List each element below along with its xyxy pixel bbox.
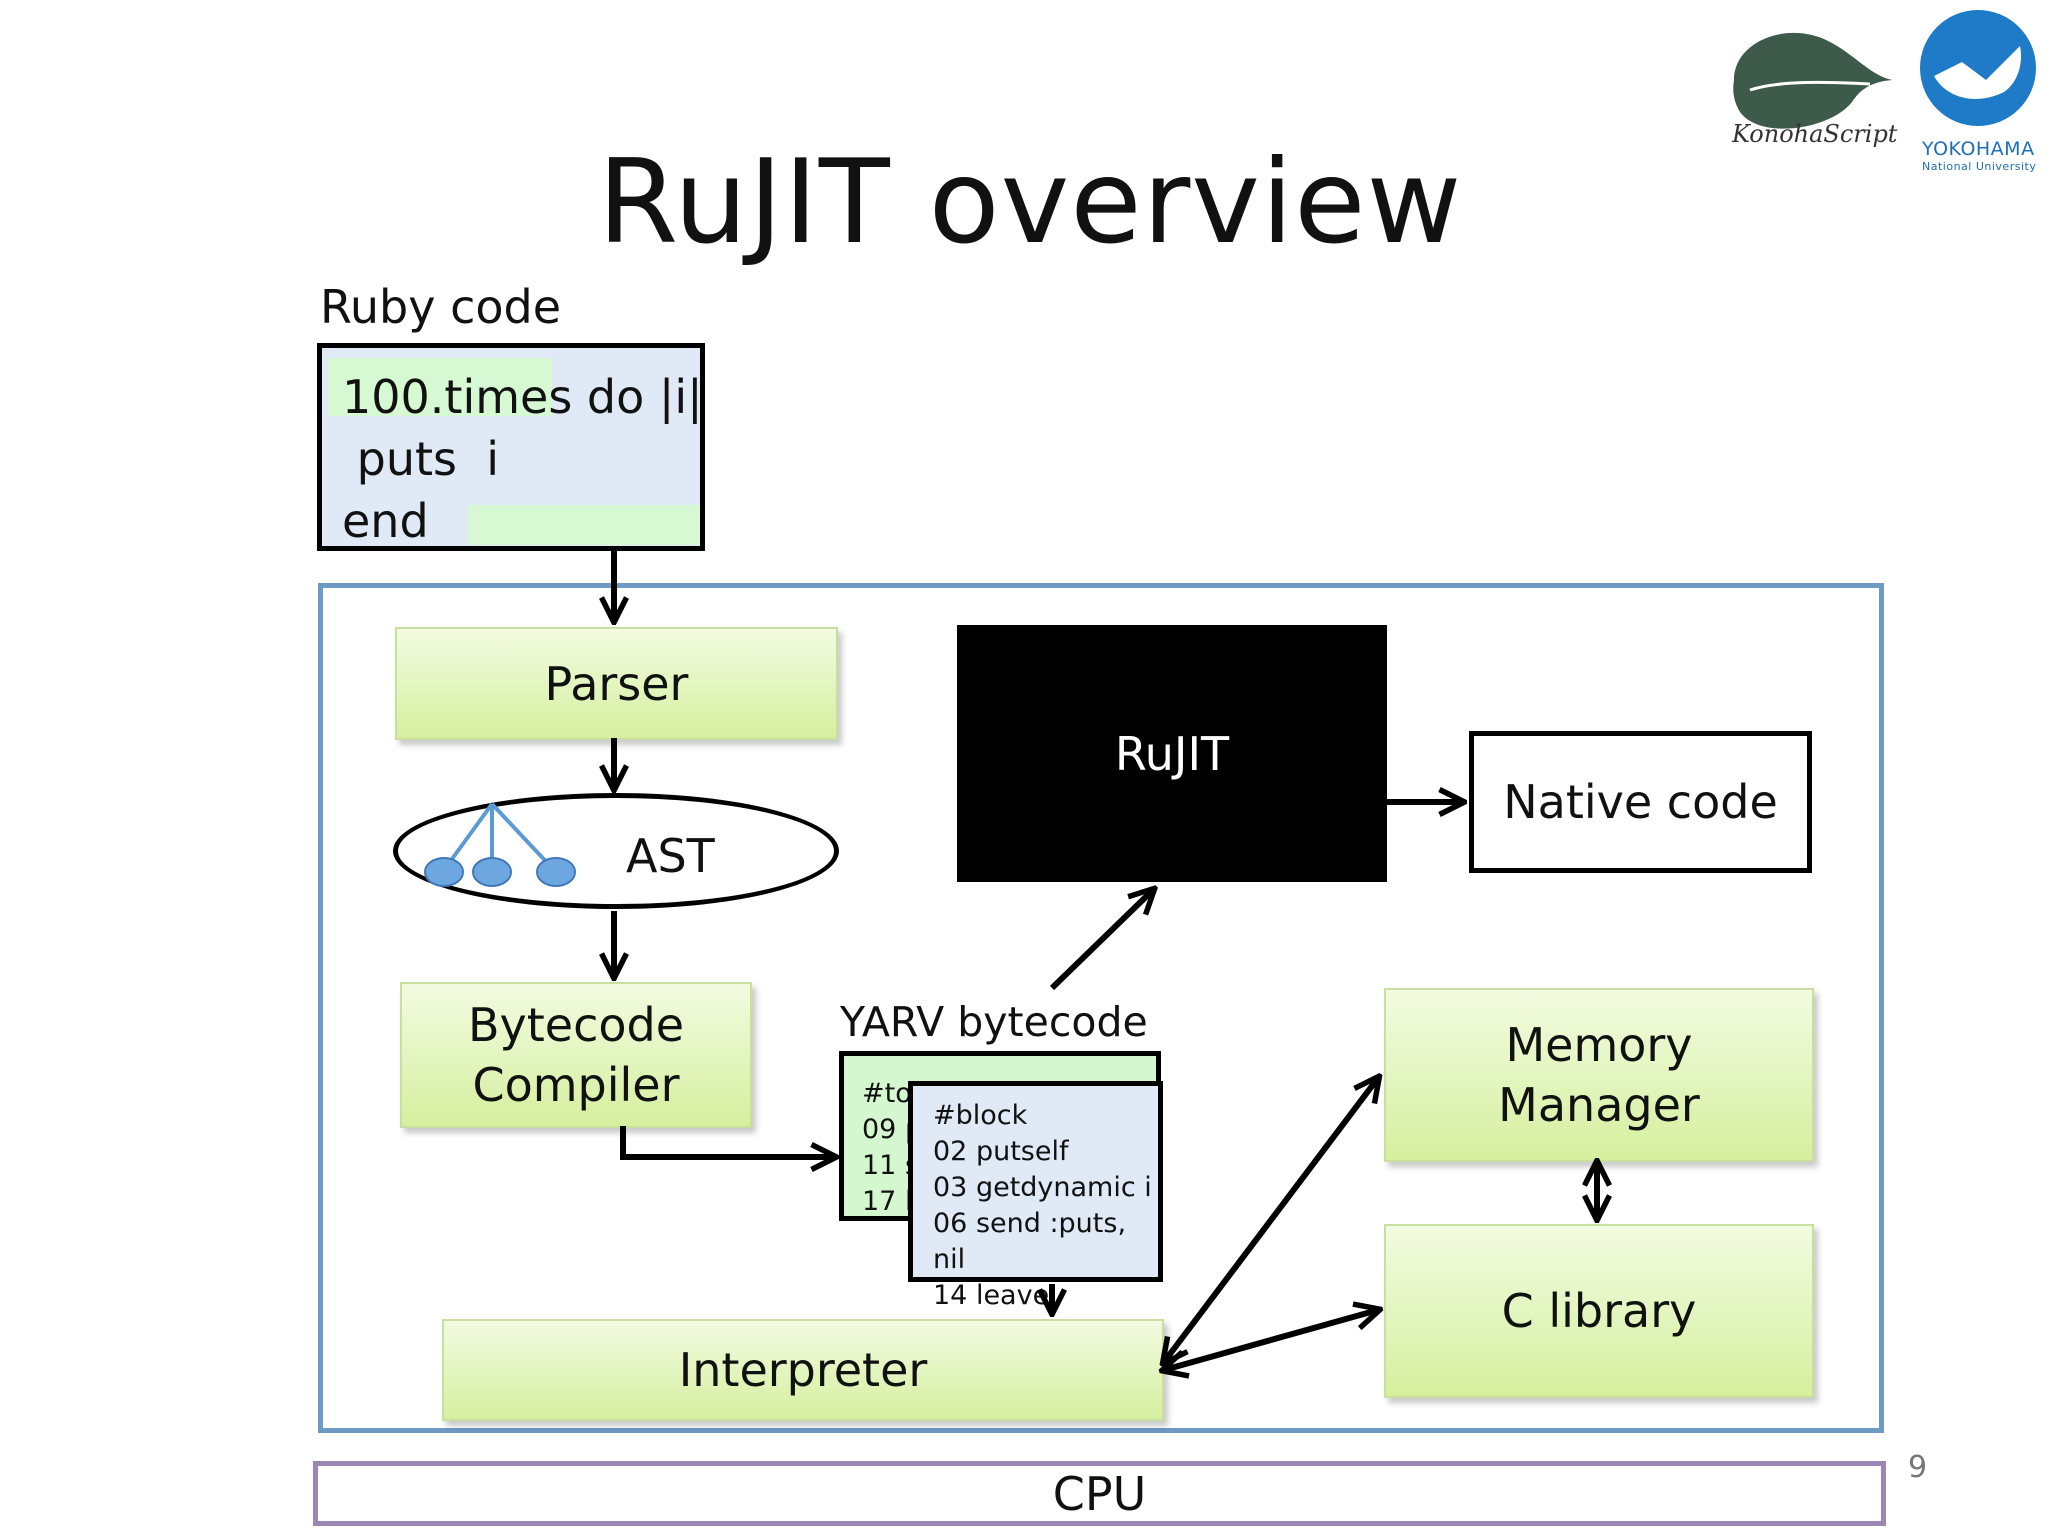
arrow-bytecode-to-rujit	[1049, 890, 1153, 991]
code-line: puts i	[342, 432, 500, 486]
ruby-vm-frame	[318, 583, 1884, 1433]
page-number: 9	[1908, 1450, 1928, 1485]
bytecode-line: #to	[862, 1078, 912, 1109]
ynu-logo-subtitle: National University	[1922, 160, 2037, 173]
parser-box: Parser	[395, 627, 838, 740]
ynu-logo-name: YOKOHAMA	[1922, 138, 2035, 160]
bytecode-line: 17 l	[862, 1186, 913, 1217]
code-highlight	[328, 358, 552, 416]
cpu-box: CPU	[313, 1461, 1886, 1526]
ast-label: AST	[626, 829, 715, 883]
ast-tree-icon	[424, 802, 576, 887]
ast-node	[393, 793, 839, 909]
rujit-box: RuJIT	[957, 625, 1387, 882]
slide-title: RuJIT overview	[597, 135, 1463, 270]
bytecode-line: 02 putself	[933, 1136, 1069, 1167]
bytecode-line: 06 send :puts, nil	[933, 1208, 1127, 1275]
bytecode-line: 03 getdynamic i	[933, 1172, 1152, 1203]
arrow-interpreter-clibrary	[1164, 1310, 1378, 1370]
ynu-logo	[1920, 10, 2036, 126]
ruby-code-label: Ruby code	[320, 280, 562, 334]
native-code-box: Native code	[1469, 731, 1812, 873]
code-highlight	[468, 505, 700, 545]
konohascript-logo-text: KonohaScript	[1732, 120, 1898, 148]
c-library-box: C library	[1384, 1224, 1814, 1398]
ruby-code-box: 100.times do |i| puts i end	[317, 343, 705, 551]
yarv-bytecode-label: YARV bytecode	[840, 998, 1148, 1046]
bytecode-line: #block	[933, 1100, 1028, 1131]
konohascript-leaf-logo	[1733, 32, 1892, 129]
code-line: end	[342, 494, 429, 548]
bytecode-compiler-box: Bytecode Compiler	[400, 982, 752, 1128]
arrow-compiler-to-bytecode	[620, 1126, 834, 1157]
bytecode-line: 14 leave	[933, 1280, 1050, 1311]
interpreter-box: Interpreter	[442, 1319, 1164, 1421]
code-line: 100.times do |i|	[342, 370, 703, 424]
memory-manager-box: Memory Manager	[1384, 988, 1814, 1162]
